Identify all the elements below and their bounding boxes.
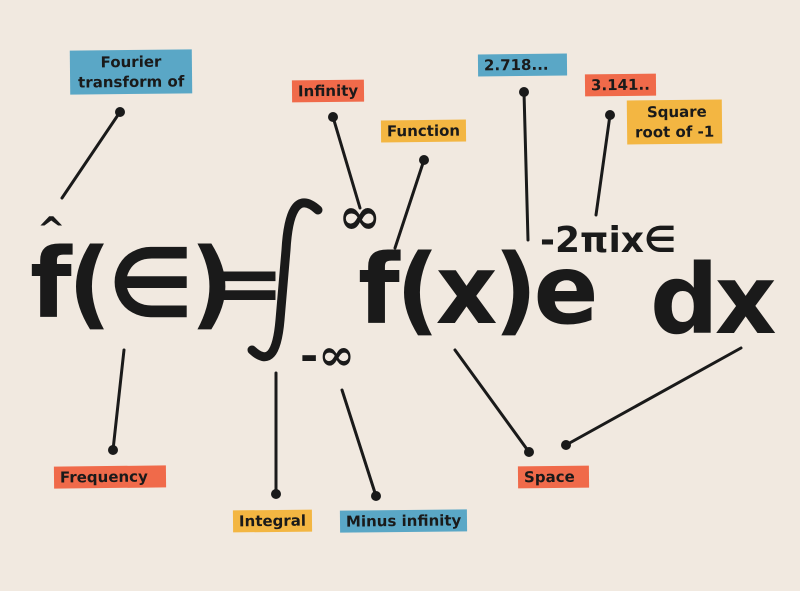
label-sqrt-line1: Square: [646, 102, 707, 122]
label-integral: Integral: [232, 509, 313, 533]
line-space-x: [453, 348, 531, 454]
label-e-value: 2.718...: [477, 53, 567, 77]
dot-fourier: [115, 107, 125, 117]
label-space: Space: [517, 465, 589, 489]
line-infinity: [331, 115, 362, 210]
label-frequency: Frequency: [53, 465, 166, 489]
line-function: [393, 158, 426, 250]
dot-space-left: [524, 447, 534, 457]
exponent-term: -2πix∈: [540, 220, 677, 261]
integral-sign: [247, 198, 323, 362]
integrand-term: f(x)e: [358, 234, 599, 346]
line-space-dx: [564, 346, 743, 447]
dot-frequency: [108, 445, 118, 455]
label-pi-value: 3.141..: [584, 73, 656, 97]
f-xi-term: f(∈): [30, 228, 234, 340]
dot-infinity: [328, 112, 338, 122]
label-minus-infinity: Minus infinity: [339, 509, 468, 533]
dot-minus-infinity: [371, 491, 381, 501]
label-fourier-line2: transform of: [78, 72, 185, 92]
line-minus-infinity: [340, 388, 378, 498]
hat-symbol: ^: [37, 210, 66, 250]
dot-i: [605, 110, 615, 120]
upper-limit: ∞: [338, 186, 382, 247]
dot-e: [519, 87, 529, 97]
dot-integral: [271, 489, 281, 499]
differential-term: dx: [650, 244, 777, 356]
label-fourier-transform: Fourier transform of: [69, 49, 193, 95]
line-i: [594, 113, 612, 217]
label-function: Function: [380, 119, 467, 143]
dot-function: [419, 155, 429, 165]
label-sqrt-line2: root of -1: [635, 122, 715, 142]
label-fourier-line1: Fourier: [100, 52, 162, 72]
equals-sign: =: [214, 234, 285, 332]
label-infinity: Infinity: [291, 79, 365, 103]
line-fourier: [60, 110, 122, 200]
line-frequency: [111, 348, 126, 452]
lower-limit: -∞: [300, 330, 355, 381]
label-square-root: Square root of -1: [626, 99, 723, 145]
line-e: [522, 90, 530, 242]
dot-space-right: [561, 440, 571, 450]
